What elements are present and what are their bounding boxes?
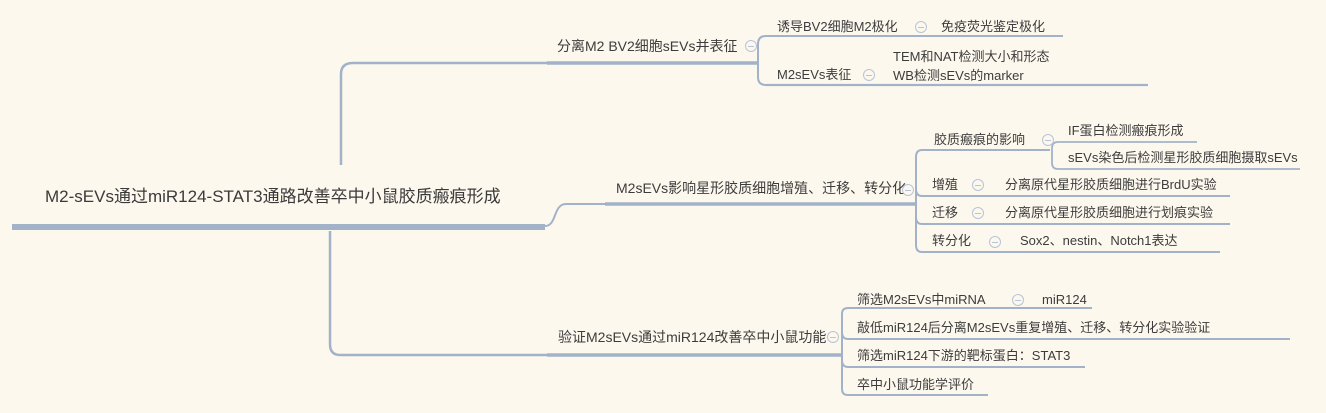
branch2-stub-proliferation xyxy=(915,188,923,197)
connector-bottom-trunk xyxy=(328,231,547,357)
topic-wb-marker-line: WB检测sEVs的marker xyxy=(893,68,1024,83)
branch2-stub-migration xyxy=(915,216,923,225)
collapse-icon[interactable] xyxy=(902,184,914,196)
topic-scar-influence[interactable]: 胶质瘢痕的影响 xyxy=(934,132,1026,147)
topic-scratch-assay[interactable]: 分离原代星形胶质细胞进行划痕实验 xyxy=(1005,205,1214,220)
collapse-icon[interactable] xyxy=(863,69,875,81)
collapse-icon[interactable] xyxy=(915,21,927,33)
collapse-icon[interactable] xyxy=(745,40,757,52)
topic-behavior-eval[interactable]: 卒中小鼠功能学评价 xyxy=(857,377,975,392)
topic-knockdown-repeat[interactable]: 敲低miR124后分离M2sEVs重复增殖、迁移、转分化实验验证 xyxy=(857,320,1211,335)
topic-sevs-characterization[interactable]: M2sEVs表征 xyxy=(777,67,852,82)
branch2-bracket xyxy=(915,149,923,253)
branch3-bracket xyxy=(841,307,849,396)
branch-validate-mir124[interactable]: 验证M2sEVs通过miR124改善卒中小鼠功能 xyxy=(558,329,827,345)
topic-sevs-uptake[interactable]: sEVs染色后检测星形胶质细胞摄取sEVs xyxy=(1068,150,1298,165)
connector-top-trunk xyxy=(339,61,547,165)
topic-tem-nat-line: TEM和NAT检测大小和形态 xyxy=(893,49,1050,64)
scar-influence-bracket xyxy=(1051,141,1059,170)
branch1-bracket xyxy=(757,35,767,86)
topic-brdu-assay[interactable]: 分离原代星形胶质细胞进行BrdU实验 xyxy=(1005,177,1217,192)
topic-target-stat3[interactable]: 筛选miR124下游的靶标蛋白：STAT3 xyxy=(857,348,1071,363)
branch3-stub-knockdown xyxy=(841,331,849,340)
topic-migration[interactable]: 迁移 xyxy=(932,205,959,220)
collapse-icon[interactable] xyxy=(972,207,984,219)
topic-tem-nat-wb[interactable]: TEM和NAT检测大小和形态 WB检测sEVs的marker xyxy=(893,47,1049,85)
collapse-icon[interactable] xyxy=(1042,134,1054,146)
topic-proliferation[interactable]: 增殖 xyxy=(932,177,959,192)
connector-middle xyxy=(544,203,605,227)
collapse-icon[interactable] xyxy=(827,331,839,343)
collapse-icon[interactable] xyxy=(1012,294,1024,306)
branch3-stub-target xyxy=(841,359,849,368)
topic-screen-mirna[interactable]: 筛选M2sEVs中miRNA xyxy=(857,292,986,307)
topic-if-scar-detect[interactable]: IF蛋白检测瘢痕形成 xyxy=(1068,123,1184,138)
branch-isolate-sevs[interactable]: 分离M2 BV2细胞sEVs并表征 xyxy=(557,38,738,54)
topic-mir124[interactable]: miR124 xyxy=(1042,292,1087,307)
collapse-icon[interactable] xyxy=(989,236,1001,248)
root-topic[interactable]: M2-sEVs通过miR124-STAT3通路改善卒中小鼠胶质瘢痕形成 xyxy=(45,187,501,206)
topic-marker-expression[interactable]: Sox2、nestin、Notch1表达 xyxy=(1020,233,1178,248)
topic-if-polarization[interactable]: 免疫荧光鉴定极化 xyxy=(941,19,1046,34)
collapse-icon[interactable] xyxy=(972,179,984,191)
topic-induce-m2[interactable]: 诱导BV2细胞M2极化 xyxy=(777,19,898,34)
branch-astrocyte-effects[interactable]: M2sEVs影响星形胶质细胞增殖、迁移、转分化 xyxy=(616,180,907,196)
topic-transdifferentiation[interactable]: 转分化 xyxy=(932,233,972,248)
